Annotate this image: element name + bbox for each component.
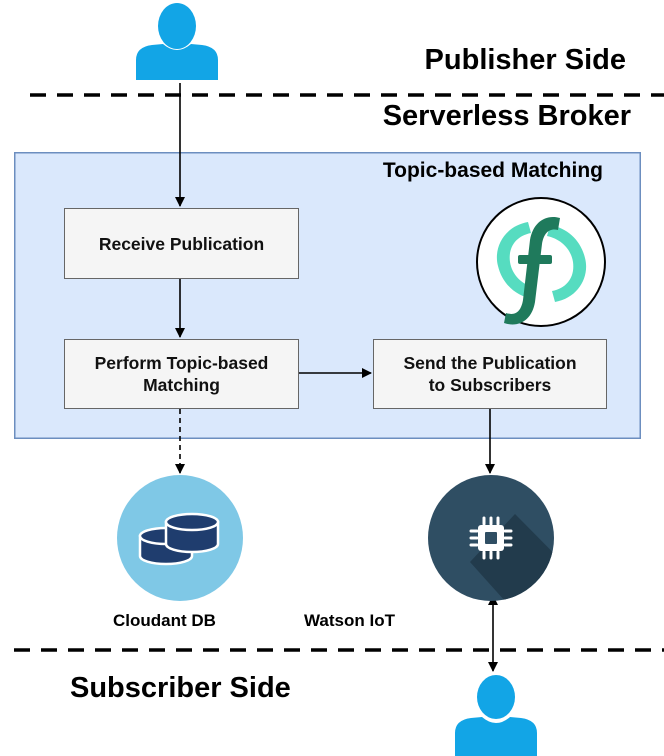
receive-publication-label: Receive Publication — [98, 233, 265, 254]
publisher-side-title: Publisher Side — [424, 44, 626, 76]
send-publication-label: Send the Publication to Subscribers — [403, 353, 577, 395]
ibm-functions-logo-icon — [476, 197, 606, 327]
cloudant-db-label: Cloudant DB — [113, 611, 216, 630]
chip-icon — [428, 475, 554, 601]
user-icon — [455, 675, 537, 756]
topic-matching-box: Perform Topic-based Matching — [64, 339, 299, 409]
database-icon — [117, 475, 243, 601]
user-icon — [136, 3, 218, 80]
topic-matching-label: Perform Topic-based Matching — [94, 353, 269, 395]
send-publication-box: Send the Publication to Subscribers — [373, 339, 607, 409]
serverless-broker-title: Serverless Broker — [382, 100, 631, 132]
panel-title: Topic-based Matching — [382, 159, 603, 182]
watson-iot-label: Watson IoT — [304, 611, 395, 630]
subscriber-side-title: Subscriber Side — [70, 672, 291, 704]
receive-publication-box: Receive Publication — [64, 208, 299, 279]
